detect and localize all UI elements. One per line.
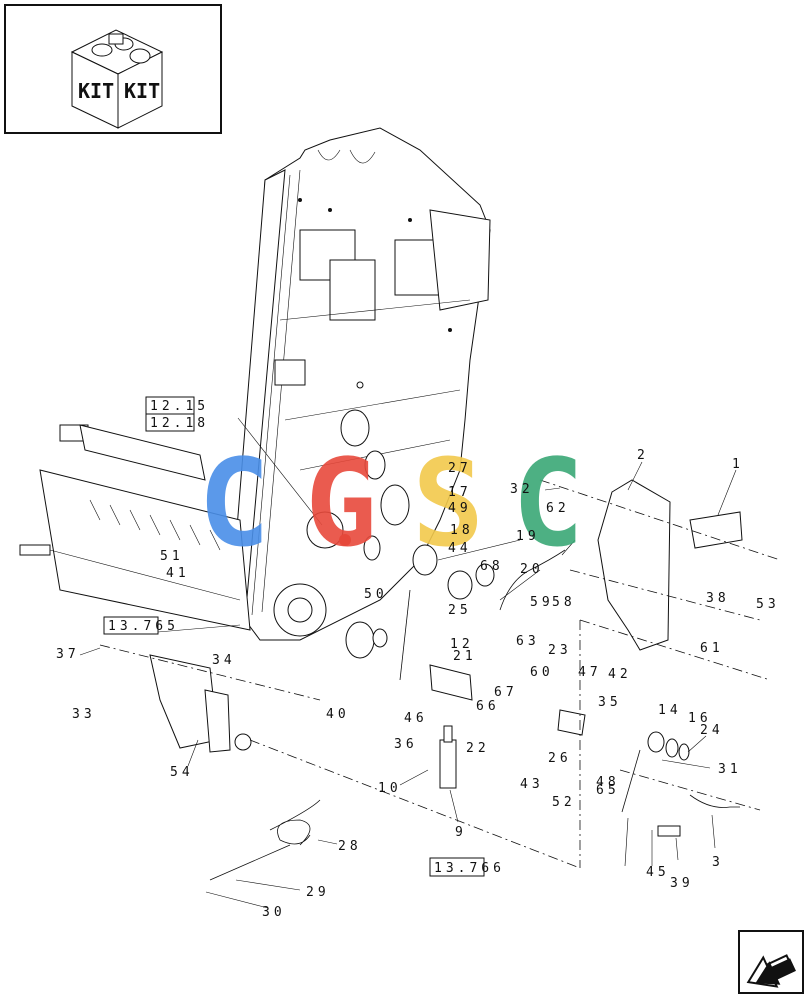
callout-63: 63 (516, 634, 540, 649)
callout-60: 60 (530, 665, 554, 680)
svg-text:12.18: 12.18 (150, 416, 209, 431)
callout-16: 16 (688, 711, 712, 726)
sprocket-assembly (273, 450, 495, 659)
callout-19: 19 (516, 529, 540, 544)
svg-text:13.765: 13.765 (108, 619, 179, 634)
callout-58: 58 (552, 595, 576, 610)
callout-53: 53 (756, 597, 780, 612)
callout-46: 46 (404, 711, 428, 726)
callout-50: 50 (364, 587, 388, 602)
watermark-letter-s: S (412, 435, 484, 574)
reference-box-13-765[interactable]: 13.765 (103, 616, 179, 635)
callout-26: 26 (548, 751, 572, 766)
callout-36: 36 (394, 737, 418, 752)
callout-23: 23 (548, 643, 572, 658)
callout-10: 10 (378, 781, 402, 796)
watermark-letter-c2: C (512, 435, 584, 574)
callout-61: 61 (700, 641, 724, 656)
callout-65: 65 (596, 783, 620, 798)
callout-59: 59 (530, 595, 554, 610)
callout-49: 49 (448, 501, 472, 516)
svg-text:12.15: 12.15 (150, 399, 209, 414)
callout-48: 48 (596, 775, 620, 790)
linkage-drawing (99, 619, 771, 869)
callout-9: 9 (455, 825, 467, 840)
watermark-letter-g: G (305, 435, 377, 574)
kit-box-icon: KIT KIT (70, 29, 164, 129)
callout-62: 62 (546, 501, 570, 516)
callout-22: 22 (466, 741, 490, 756)
right-panel-drawing (539, 479, 781, 651)
callout-68: 68 (480, 559, 504, 574)
callout-51: 51 (160, 549, 184, 564)
svg-text:13.766: 13.766 (434, 861, 505, 876)
callout-40: 40 (326, 707, 350, 722)
callout-25: 25 (448, 603, 472, 618)
watermark-letter-c1: C (198, 435, 270, 574)
callout-30: 30 (262, 905, 286, 920)
callout-28: 28 (338, 839, 362, 854)
kit-label-right: KIT (124, 79, 160, 103)
callout-47: 47 (578, 665, 602, 680)
callout-27: 27 (448, 461, 472, 476)
main-frame-drawing (229, 127, 491, 641)
callout-18: 18 (450, 523, 474, 538)
callout-39: 39 (670, 876, 694, 891)
hose-drawing (209, 549, 566, 881)
callout-20: 20 (520, 562, 544, 577)
callout-35: 35 (598, 695, 622, 710)
callout-32: 32 (510, 482, 534, 497)
callout-54: 54 (170, 765, 194, 780)
cgsc-watermark: C G S C (198, 435, 584, 574)
callout-1: 1 (732, 457, 744, 472)
reference-box-13-766[interactable]: 13.766 (429, 857, 505, 877)
kit-label-left: KIT (78, 79, 114, 103)
kit-icon-panel: KIT KIT (4, 4, 222, 134)
callout-34: 34 (212, 653, 236, 668)
callout-21: 21 (453, 649, 477, 664)
callout-44: 44 (448, 541, 472, 556)
callout-38: 38 (706, 591, 730, 606)
reel-assembly-drawing (19, 424, 251, 631)
callout-3: 3 (712, 855, 724, 870)
callout-33: 33 (72, 707, 96, 722)
reference-box-12-18[interactable]: 12.18 (145, 413, 209, 432)
callout-29: 29 (306, 885, 330, 900)
callout-43: 43 (520, 777, 544, 792)
callout-42: 42 (608, 667, 632, 682)
callout-66: 66 (476, 699, 500, 714)
callout-45: 45 (646, 865, 670, 880)
reference-box-12-15[interactable]: 12.15 (145, 396, 209, 415)
callout-41: 41 (166, 566, 190, 581)
callout-52: 52 (552, 795, 576, 810)
callout-37: 37 (56, 647, 80, 662)
callout-17: 17 (448, 485, 472, 500)
leader-lines (79, 417, 737, 909)
next-page-button[interactable] (738, 930, 804, 994)
callout-2: 2 (637, 448, 649, 463)
callout-14: 14 (658, 703, 682, 718)
callout-67: 67 (494, 685, 518, 700)
callout-12: 12 (450, 637, 474, 652)
callout-labels: 1 2 3 9 10 12 14 16 18 19 20 21 22 23 24… (56, 448, 780, 920)
next-page-arrow-icon (746, 954, 796, 988)
callout-24: 24 (700, 723, 724, 738)
callout-31: 31 (718, 762, 742, 777)
